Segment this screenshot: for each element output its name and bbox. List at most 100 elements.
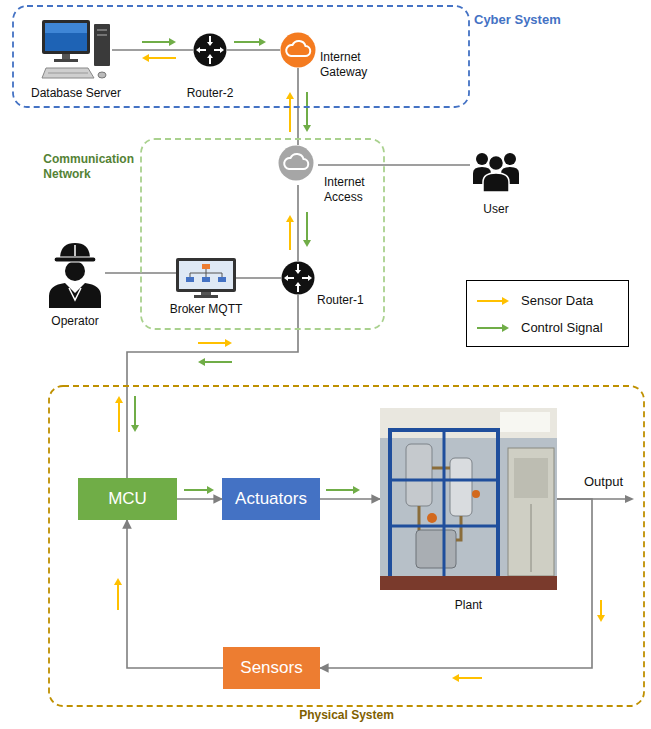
valve bbox=[427, 513, 437, 523]
connector bbox=[227, 49, 280, 51]
arrow-head bbox=[597, 615, 605, 622]
arrow-shaft bbox=[209, 58, 211, 64]
connector bbox=[177, 498, 222, 500]
node-label: Internet Access bbox=[324, 175, 365, 205]
region-title: Communication Network bbox=[43, 152, 134, 182]
monitor-base bbox=[54, 59, 78, 62]
cloud-outline bbox=[286, 41, 310, 56]
legend-sample bbox=[475, 322, 515, 334]
arrow-shaft bbox=[205, 361, 232, 363]
connector bbox=[297, 185, 299, 261]
network-region: Internet AccessBroker MQTTRouter-1Commun… bbox=[140, 138, 385, 330]
arrow-head bbox=[303, 240, 311, 247]
tank bbox=[406, 444, 432, 506]
node-label: Broker MQTT bbox=[170, 302, 243, 317]
operator-icon-art bbox=[45, 238, 105, 308]
output-label: Output bbox=[584, 474, 623, 489]
label-holder: Operator bbox=[51, 314, 98, 329]
arrow-shaft bbox=[200, 49, 206, 51]
process-box: MCU bbox=[78, 478, 177, 520]
frame bbox=[390, 430, 498, 578]
arrow-shaft bbox=[289, 222, 291, 250]
mouse bbox=[98, 72, 106, 78]
internet-cloud-art bbox=[278, 145, 318, 185]
node-label: User bbox=[483, 202, 508, 217]
node-label: Plant bbox=[455, 598, 482, 613]
worker-body bbox=[49, 283, 101, 308]
internet-cloud: Internet Access bbox=[278, 145, 318, 185]
arrow-head bbox=[207, 42, 213, 46]
arrow-shaft bbox=[134, 396, 136, 425]
arrow-shaft bbox=[477, 300, 502, 302]
box-text: Sensors bbox=[240, 658, 302, 678]
label-holder: Broker MQTT bbox=[170, 302, 243, 317]
hat-brim bbox=[54, 257, 96, 262]
arrow-shaft bbox=[306, 212, 308, 240]
system-region: Database ServerRouter-2Internet GatewayC… bbox=[12, 5, 470, 108]
floor bbox=[380, 576, 557, 590]
arrow-head bbox=[353, 486, 360, 494]
valve bbox=[472, 490, 480, 498]
tree-lines bbox=[190, 269, 222, 277]
arrow-head bbox=[502, 297, 509, 305]
gateway-cloud: Internet Gateway bbox=[280, 32, 316, 68]
label-holder: Plant bbox=[455, 598, 482, 613]
hat-ridge bbox=[74, 245, 76, 256]
arrow-shaft bbox=[214, 49, 220, 51]
cloud-disc bbox=[281, 33, 316, 68]
arrow-head bbox=[303, 125, 311, 132]
legend-row: Control Signal bbox=[475, 314, 620, 341]
arrow-shaft bbox=[297, 264, 299, 270]
connector bbox=[236, 277, 281, 279]
connector bbox=[320, 498, 380, 500]
arrow-shaft bbox=[477, 327, 502, 329]
router-icon: Router-1 bbox=[281, 261, 315, 295]
tree-root bbox=[202, 264, 210, 269]
label-holder: Internet Access bbox=[324, 175, 365, 205]
plant-photo-art bbox=[380, 408, 557, 590]
label-holder: Internet Gateway bbox=[320, 50, 367, 80]
tower bbox=[94, 24, 110, 66]
arrow-shaft bbox=[198, 342, 225, 344]
dashed-border bbox=[13, 6, 469, 107]
arrow-head bbox=[452, 674, 459, 682]
cabinet bbox=[508, 448, 554, 576]
label-holder: Output bbox=[584, 474, 623, 489]
arrow-shaft bbox=[234, 41, 259, 43]
monitor-stand bbox=[62, 54, 70, 59]
user-icon: User bbox=[470, 148, 522, 192]
arrow-shaft bbox=[289, 99, 291, 132]
legend-text: Sensor Data bbox=[521, 293, 593, 308]
legend-box: Sensor DataControl Signal bbox=[466, 280, 629, 347]
arrow-shaft bbox=[306, 92, 308, 125]
frame-bars bbox=[390, 430, 498, 578]
arrow-head bbox=[196, 47, 200, 53]
legend-sample bbox=[475, 295, 515, 307]
router-disc bbox=[282, 262, 315, 295]
router-icon: Router-2 bbox=[193, 33, 227, 67]
arrow-shaft bbox=[118, 403, 120, 432]
label-holder: Physical System bbox=[299, 708, 394, 723]
dashed-border bbox=[141, 139, 384, 329]
region-title: Cyber System bbox=[474, 12, 561, 28]
label-holder: Router-1 bbox=[317, 293, 364, 308]
arrow-shaft bbox=[142, 41, 169, 43]
dashed-border bbox=[49, 386, 644, 706]
person-head bbox=[489, 156, 504, 171]
arrow-shaft bbox=[302, 277, 308, 279]
arrow-shaft bbox=[600, 600, 602, 615]
arrow-head bbox=[284, 275, 288, 281]
legend-row: Sensor Data bbox=[475, 287, 620, 314]
system-region: MCUActuatorsPlantSensorsPhysical System bbox=[48, 385, 645, 707]
arrow-shaft bbox=[117, 585, 119, 610]
server-icon: Database Server bbox=[40, 18, 112, 82]
arrow-head bbox=[114, 578, 122, 585]
drive-slot bbox=[97, 29, 107, 31]
keyboard bbox=[42, 68, 94, 78]
box-text: MCU bbox=[108, 489, 147, 509]
arrow-head bbox=[502, 324, 509, 332]
broker-screen: Broker MQTT bbox=[176, 258, 236, 298]
label-holder: Router-2 bbox=[187, 86, 234, 101]
ceiling bbox=[380, 408, 557, 438]
